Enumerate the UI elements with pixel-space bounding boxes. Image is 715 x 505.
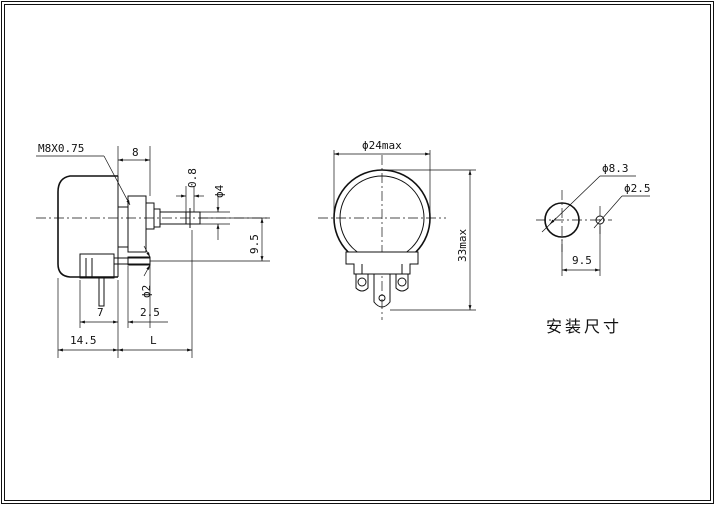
dim-phi8-3-arrow: [549, 217, 557, 225]
terminal-pin-left: [98, 278, 105, 307]
inner-frame: [4, 4, 711, 501]
thread-label: M8X0.75: [38, 142, 84, 155]
mount-shaft-hole: [544, 202, 580, 238]
terminal-right: [395, 274, 409, 292]
dim-phi24max-label: ϕ24max: [362, 139, 402, 152]
dim-phi4-label: ϕ4: [213, 184, 226, 198]
dim-phi2-5-label: ϕ2.5: [624, 182, 651, 195]
terminal-left: [355, 274, 369, 292]
dim-33max-label: 33max: [456, 229, 469, 262]
terminal-lead: [114, 257, 150, 265]
dim-2-5-label: 2.5: [140, 306, 160, 319]
mount-pin-hole: [595, 215, 605, 225]
dim-L-label: L: [150, 334, 157, 347]
thread-leader-arrow: [103, 155, 131, 206]
front-view: ϕ24max 33max: [318, 139, 476, 320]
dim-phi8-3-label: ϕ8.3: [602, 162, 629, 175]
dim-8-label: 8: [132, 146, 139, 159]
terminal-hole-right: [397, 277, 407, 287]
bushing: [127, 195, 147, 253]
collar: [117, 206, 129, 248]
terminal-plate: [345, 251, 419, 275]
dim-phi2-label: ϕ2: [140, 285, 153, 298]
dim-phi2-5-leader: [593, 195, 623, 229]
dim-9-5-mount-label: 9.5: [572, 254, 592, 267]
dim-14-5-label: 14.5: [70, 334, 97, 347]
dim-9-5-side-label: 9.5: [248, 234, 261, 254]
nut: [145, 202, 155, 230]
terminal-center: [373, 274, 391, 308]
side-view: M8X0.75 8 0.8 ϕ4 9.5 ϕ2 7: [36, 142, 270, 358]
dim-phi2-arrow-b: [143, 264, 151, 277]
dim-0-8-label: 0.8: [186, 168, 199, 188]
mounting-title: 安装尺寸: [546, 317, 622, 336]
terminal-hole-left: [357, 277, 367, 287]
pot-body: [57, 175, 118, 278]
terminal-hole-center: [378, 294, 386, 302]
dim-7-label: 7: [97, 306, 104, 319]
terminal-block: [79, 253, 115, 279]
dim-phi2-arrow-a: [143, 245, 151, 258]
mounting-view: ϕ8.3 ϕ2.5 9.5 安装尺寸: [536, 162, 651, 336]
